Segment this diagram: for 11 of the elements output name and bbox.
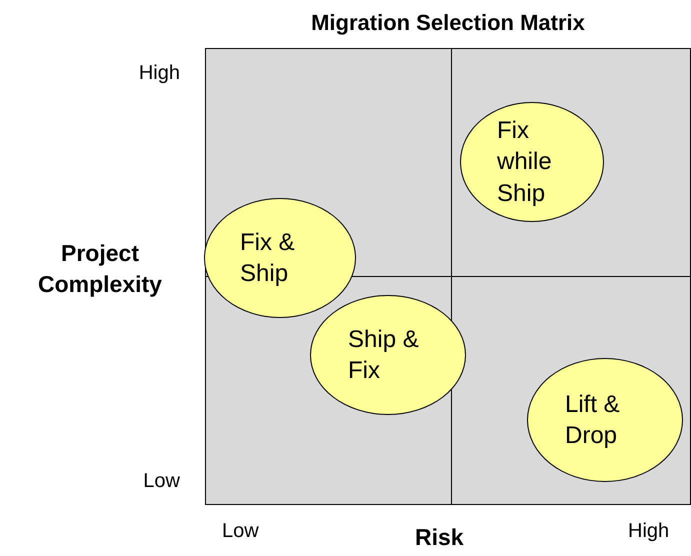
axis-tick-label: Low xyxy=(222,520,259,543)
axis-title: Project Complexity xyxy=(37,239,163,300)
axis-tick-label: High xyxy=(628,520,670,543)
chart-title: Migration Selection Matrix xyxy=(310,10,586,36)
axis-tick-label: High xyxy=(138,62,180,85)
strategy-label: Lift & Drop xyxy=(565,390,621,451)
strategy-label: Fix & Ship xyxy=(240,228,296,289)
strategy-label: Ship & Fix xyxy=(348,324,420,386)
axis-title: Risk xyxy=(415,524,464,551)
axis-tick-label: Low xyxy=(142,470,180,493)
strategy-label: Fix while Ship xyxy=(497,116,553,209)
